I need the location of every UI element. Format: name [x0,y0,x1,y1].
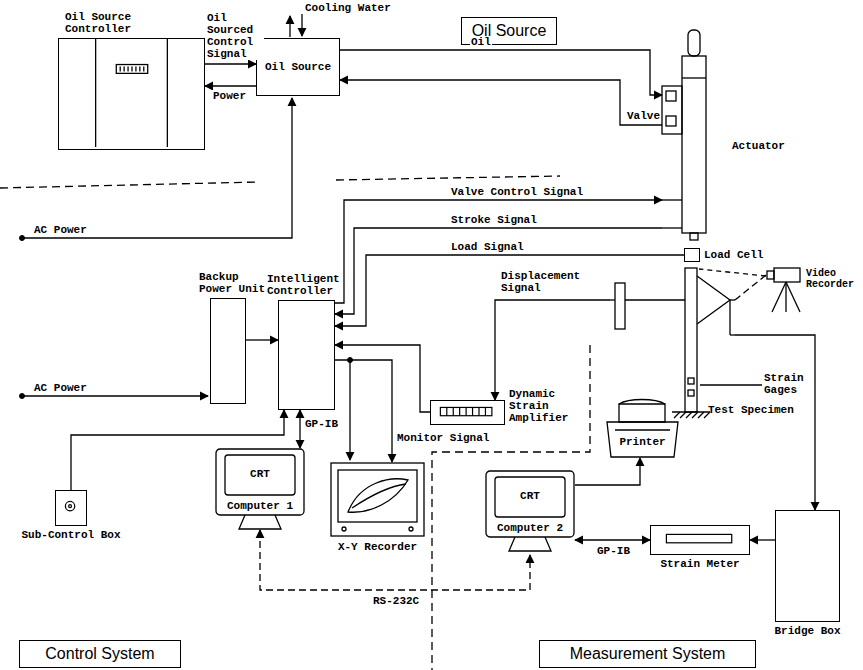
node-label: CRT [225,468,295,480]
strain-meter: Strain Meter [650,525,750,555]
node-label: Bridge Box [758,625,858,637]
signal-connector [340,50,662,95]
region-title: Measurement System [539,640,756,668]
annotation-label: Cooling Water [305,2,391,14]
signal-connector [246,339,278,340]
signal-connector [260,530,530,590]
actuator-symbol: Actuator [662,28,724,240]
node-label: Sub-Control Box [21,529,121,541]
node-label: CRT [495,490,565,502]
signal-connector [575,458,640,485]
video-camera: Video Recorder [766,262,802,312]
node-label: Video Recorder [806,268,858,290]
computer-terminal: CRT Computer 2 [485,470,575,555]
cooling-water-out [289,16,290,37]
signal-connector [340,80,662,125]
test-specimen: Test Specimen [610,266,735,418]
region-title: Control System [19,640,181,668]
node-label: Strain Meter [650,558,750,570]
leader-line [700,384,762,385]
node-label: Computer 1 [215,500,305,512]
bridge-box: Bridge Box [775,510,840,622]
test-specimen-outline [610,266,735,418]
region-divider [0,182,258,188]
monitor-wire [349,360,350,460]
node-label: Intelligent Controller [267,273,343,297]
signal-label: Valve [626,110,661,122]
signal-connector [750,539,775,540]
oil-source-box: Oil Source [256,38,340,96]
signal-connector [205,63,256,64]
node-label: Computer 2 [485,522,575,534]
annotation-label: AC Power [34,224,87,236]
computer-terminal-outline [485,470,575,555]
node-label: Dynamic Strain Amplifier [509,388,571,424]
signal-label: Valve Control Signal [450,186,584,198]
signal-label: Power [212,90,247,102]
xy-recorder: X-Y Recorder [330,462,425,537]
signal-label: Oil [470,36,492,48]
load-cell: Load Cell [684,248,700,262]
signal-connector [735,335,815,510]
node-label: Oil Source [257,61,339,73]
controller-cabinet: Oil Source Controller [58,38,205,150]
sub-control-box-outline [56,491,86,525]
ac-power-wire [22,395,208,396]
signal-connector [335,255,684,326]
intelligent-controller: Intelligent Controller [278,300,335,410]
cooling-water-in [301,14,302,36]
terminal-dot [20,394,25,399]
signal-label: GP-IB [304,418,339,430]
controller-cabinet-outline [59,39,204,149]
signal-connector [735,275,766,300]
node-label: Printer [605,436,680,448]
video-camera-outline [766,262,802,312]
node-label: X-Y Recorder [328,541,428,553]
annotation-label: Strain Gages [764,372,810,396]
xy-recorder-outline [330,462,425,537]
strain-meter-outline [651,526,749,554]
sub-control-box: Sub-Control Box [55,490,87,526]
signal-connector [335,200,662,303]
node-label: Control System [20,644,180,664]
signal-connector [495,300,610,400]
region-divider [432,345,590,670]
printer-outline [605,400,680,458]
signal-label: RS-232C [372,595,420,607]
signal-label: Load Signal [450,241,525,253]
terminal-dot [20,236,25,241]
node-label: Test Specimen [708,404,794,416]
camera-sight-line [699,269,766,276]
actuator-symbol-outline [662,28,724,240]
signal-label: Oil Sourced Control Signal [206,12,264,60]
signal-connector [335,228,662,314]
signal-label: Monitor Signal [396,432,490,444]
ac-power-wire [22,98,292,238]
signal-connector [335,360,392,462]
computer-terminal-outline [215,448,305,530]
signal-label: GP-IB [596,545,631,557]
node-label: Measurement System [540,644,755,664]
computer-terminal: CRT Computer 1 [215,448,305,530]
signal-connector [299,410,300,448]
annotation-label: AC Power [34,382,87,394]
signal-label: Stroke Signal [450,214,538,226]
backup-power-unit: Backup Power Unit [210,298,246,404]
signal-connector [575,539,650,540]
node-label: Actuator [732,140,785,152]
signal-connector [205,85,256,86]
region-divider [336,176,560,180]
printer: Printer [605,400,680,458]
node-label: Oil Source Controller [65,11,155,35]
node-label: Backup Power Unit [199,271,269,295]
node-label: Load Cell [704,249,763,261]
strain-amplifier: Dynamic Strain Amplifier [430,400,505,425]
signal-connector [335,345,430,412]
strain-amplifier-outline [431,401,504,424]
signal-label: Displacement Signal [500,270,590,294]
